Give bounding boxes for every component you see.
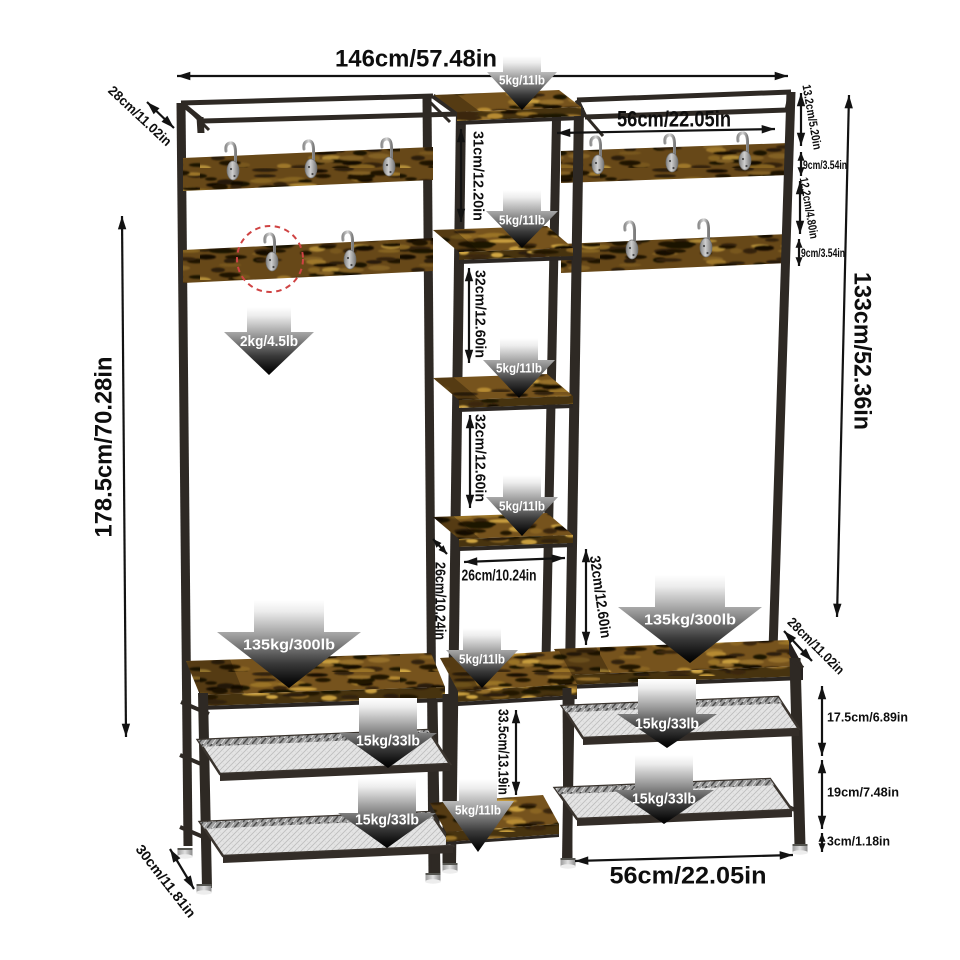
svg-text:15kg/33lb: 15kg/33lb — [632, 791, 696, 808]
svg-text:133cm/52.36in: 133cm/52.36in — [849, 272, 876, 430]
svg-text:135kg/300lb: 135kg/300lb — [243, 637, 335, 654]
svg-text:9cm/3.54in: 9cm/3.54in — [801, 246, 845, 260]
svg-text:31cm/12.20in: 31cm/12.20in — [470, 131, 487, 221]
svg-text:5kg/11lb: 5kg/11lb — [459, 652, 505, 667]
svg-text:3cm/1.18in: 3cm/1.18in — [827, 834, 890, 849]
svg-text:15kg/33lb: 15kg/33lb — [355, 812, 419, 829]
svg-text:5kg/11lb: 5kg/11lb — [499, 213, 545, 228]
svg-text:146cm/57.48in: 146cm/57.48in — [335, 46, 497, 73]
svg-text:135kg/300lb: 135kg/300lb — [644, 612, 736, 629]
svg-text:15kg/33lb: 15kg/33lb — [356, 733, 420, 750]
svg-text:17.5cm/6.89in: 17.5cm/6.89in — [827, 710, 908, 725]
svg-text:9cm/3.54in: 9cm/3.54in — [803, 158, 847, 172]
svg-text:2kg/4.5lb: 2kg/4.5lb — [240, 334, 298, 350]
svg-text:5kg/11lb: 5kg/11lb — [499, 73, 545, 88]
svg-text:26cm/10.24in: 26cm/10.24in — [432, 562, 449, 640]
svg-text:26cm/10.24in: 26cm/10.24in — [462, 568, 537, 585]
svg-text:5kg/11lb: 5kg/11lb — [499, 499, 545, 514]
svg-text:33.5cm/13.19in: 33.5cm/13.19in — [495, 709, 512, 795]
svg-text:15kg/33lb: 15kg/33lb — [635, 716, 699, 733]
svg-text:32cm/12.60in: 32cm/12.60in — [472, 414, 489, 502]
svg-text:19cm/7.48in: 19cm/7.48in — [827, 785, 899, 800]
svg-text:5kg/11lb: 5kg/11lb — [455, 803, 501, 818]
svg-text:5kg/11lb: 5kg/11lb — [496, 361, 542, 376]
svg-text:56cm/22.05in: 56cm/22.05in — [610, 863, 767, 890]
svg-text:56cm/22.05in: 56cm/22.05in — [617, 107, 731, 132]
svg-text:32cm/12.60in: 32cm/12.60in — [472, 270, 489, 358]
svg-text:178.5cm/70.28in: 178.5cm/70.28in — [91, 357, 118, 538]
